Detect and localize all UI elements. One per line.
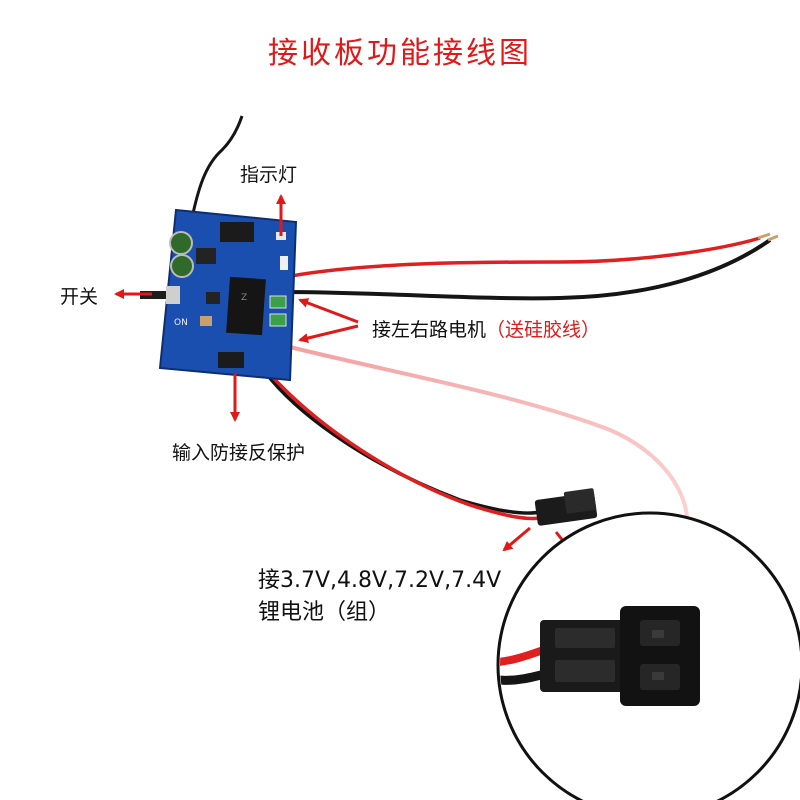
label-battery-line1: 接3.7V,4.8V,7.2V,7.4V (258, 568, 502, 593)
label-battery-line2: 锂电池（组） (258, 600, 391, 625)
motor-wire-red (279, 236, 761, 280)
arrow-motor-1 (298, 298, 359, 324)
capacitor (170, 254, 194, 278)
capacitor (169, 231, 193, 255)
terminal-right (269, 313, 287, 327)
connector-zoom-inset (496, 511, 800, 800)
wire-tip-1 (757, 232, 771, 240)
antenna-wire (190, 115, 244, 219)
chip-top (220, 222, 254, 242)
label-switch: 开关 (60, 286, 99, 308)
terminal-left (269, 295, 287, 309)
silkscreen-on: ON (174, 318, 188, 328)
label-motor-note: （送硅胶线） (486, 319, 601, 341)
motor-wire-pink (281, 343, 690, 550)
switch-stub (140, 291, 170, 299)
arrow-motor-2 (298, 324, 359, 343)
label-motor: 接左右路电机（送硅胶线） (372, 315, 600, 342)
wire-tip-2 (767, 234, 779, 242)
protection-diode (218, 352, 244, 368)
page-title: 接收板功能接线图 (268, 36, 532, 71)
chip-main (226, 276, 266, 336)
label-motor-text: 接左右路电机 (372, 319, 487, 341)
receiver-board: ON Z (140, 208, 298, 382)
chip-mark-1: Z (241, 293, 247, 303)
label-protection: 输入防接反保护 (172, 442, 306, 464)
battery-wire-red (266, 370, 541, 521)
arrow-battery-1 (502, 526, 531, 552)
label-indicator: 指示灯 (240, 164, 298, 186)
motor-wire-black (281, 238, 772, 301)
battery-connector (534, 488, 598, 526)
